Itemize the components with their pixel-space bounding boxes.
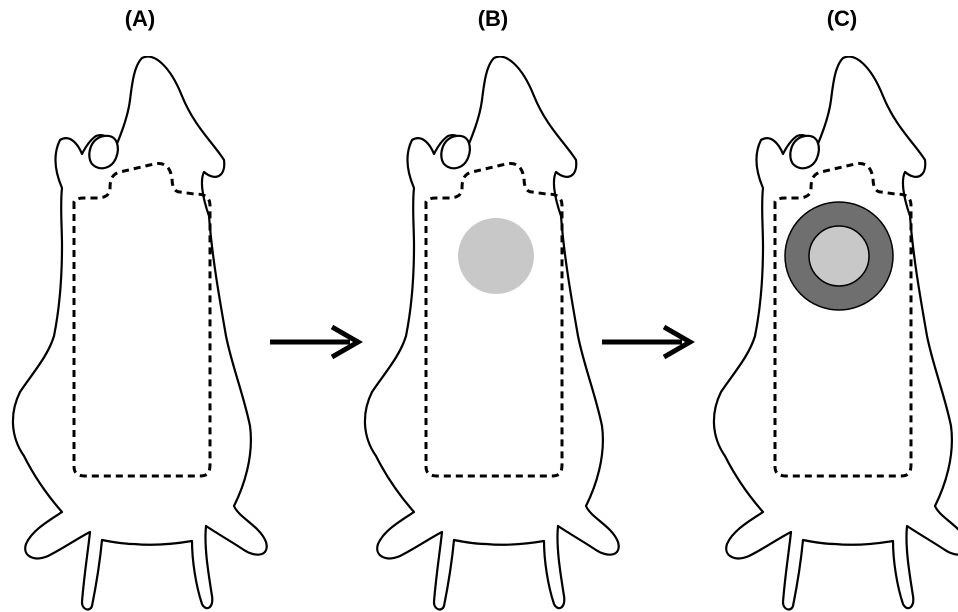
mouse-outline	[714, 57, 958, 610]
panel-label-a: (A)	[110, 6, 170, 32]
mouse-panel-c	[705, 56, 958, 612]
right-arrow-icon	[600, 322, 700, 362]
mouse-outline	[365, 57, 619, 610]
mouse-outline	[13, 57, 267, 610]
mouse-panel-a	[4, 56, 274, 612]
mouse-panel-b	[356, 56, 626, 612]
panel-label-c: (C)	[812, 6, 872, 32]
lesion-spot	[458, 218, 534, 294]
right-arrow-icon	[268, 322, 368, 362]
lesion-ring-inner	[809, 226, 869, 286]
panel-label-b: (B)	[463, 6, 523, 32]
